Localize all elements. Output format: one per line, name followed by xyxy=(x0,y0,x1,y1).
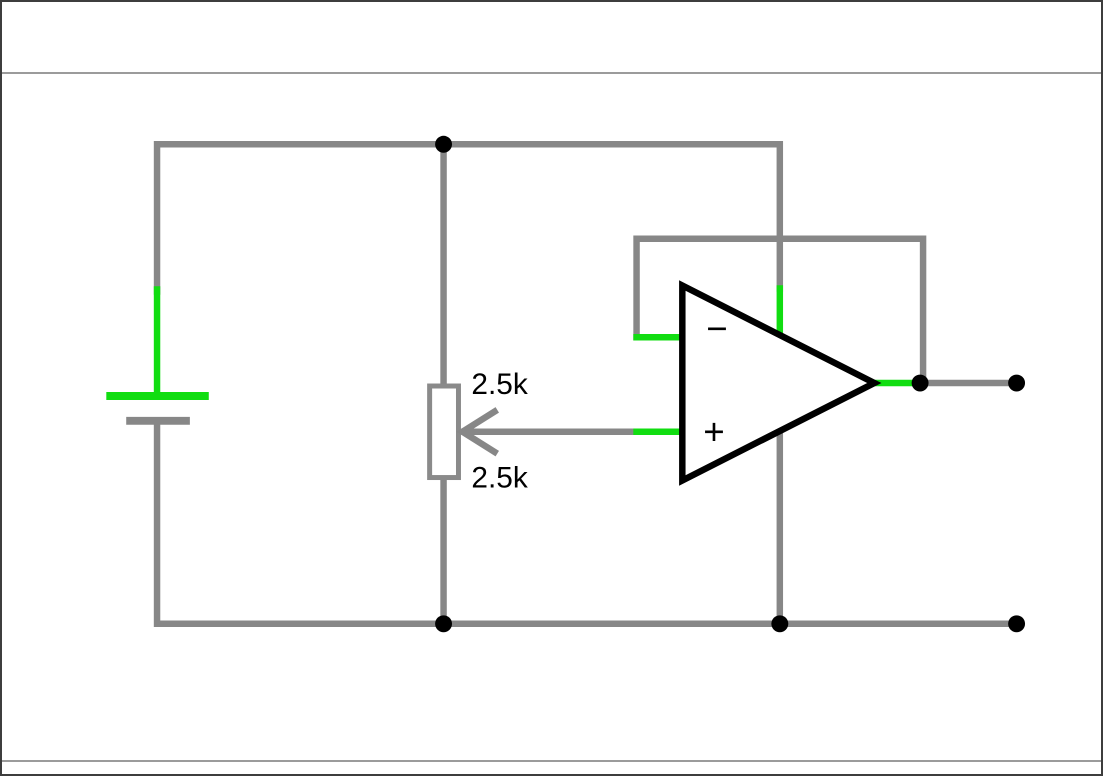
opamp-plus-label: + xyxy=(703,412,725,453)
opamp-triangle[interactable] xyxy=(679,280,882,486)
potentiometer-body[interactable] xyxy=(427,383,461,481)
junction-dot xyxy=(911,374,929,392)
potentiometer-label-bottom: 2.5k xyxy=(471,461,527,494)
potentiometer-label-top: 2.5k xyxy=(471,368,527,401)
junction-dot xyxy=(771,615,789,633)
opamp-minus-label: − xyxy=(706,308,728,349)
bottom-divider xyxy=(2,760,1101,762)
top-divider xyxy=(2,72,1101,74)
junction-dot xyxy=(435,135,453,153)
potentiometer-wiper-arrowhead xyxy=(456,407,500,457)
battery[interactable] xyxy=(106,286,209,425)
potentiometer[interactable]: 2.5k 2.5k xyxy=(427,368,528,495)
wires-layer xyxy=(153,141,1020,628)
opamp[interactable]: − + xyxy=(633,280,923,486)
junction-dot xyxy=(435,615,453,633)
junction-dot xyxy=(1008,615,1026,633)
junction-dot xyxy=(1008,374,1026,392)
ground-rail-run[interactable] xyxy=(153,417,1020,628)
top-rail-run[interactable] xyxy=(153,141,784,295)
feedback-loop-wire[interactable] xyxy=(633,235,927,387)
junctions-layer xyxy=(435,135,1026,633)
